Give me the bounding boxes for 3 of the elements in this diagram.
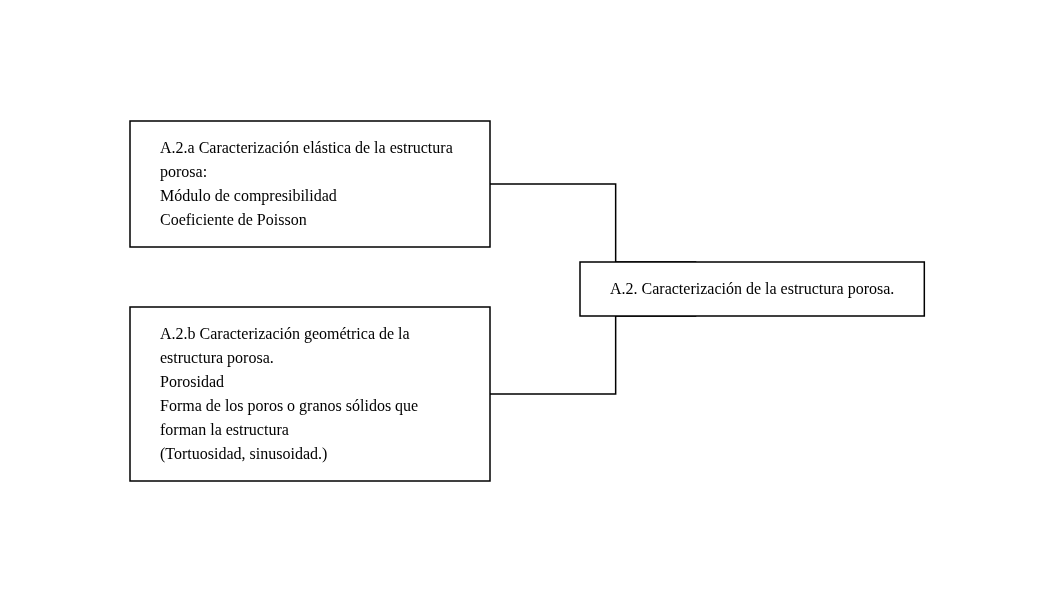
node-box: A.2. Caracterización de la estructura porosa. [579,261,925,317]
node-box: A.2.b Caracterización geométrica de la estructura porosa. Porosidad Forma de los poros o granos sólidos que forman la estructura (Tortuosidad, sinusoidad.) [129,306,491,482]
node-box: A.2.a Caracterización elástica de la estructura porosa: Módulo de compresibilidad Coeficiente de Poisson [129,120,491,248]
